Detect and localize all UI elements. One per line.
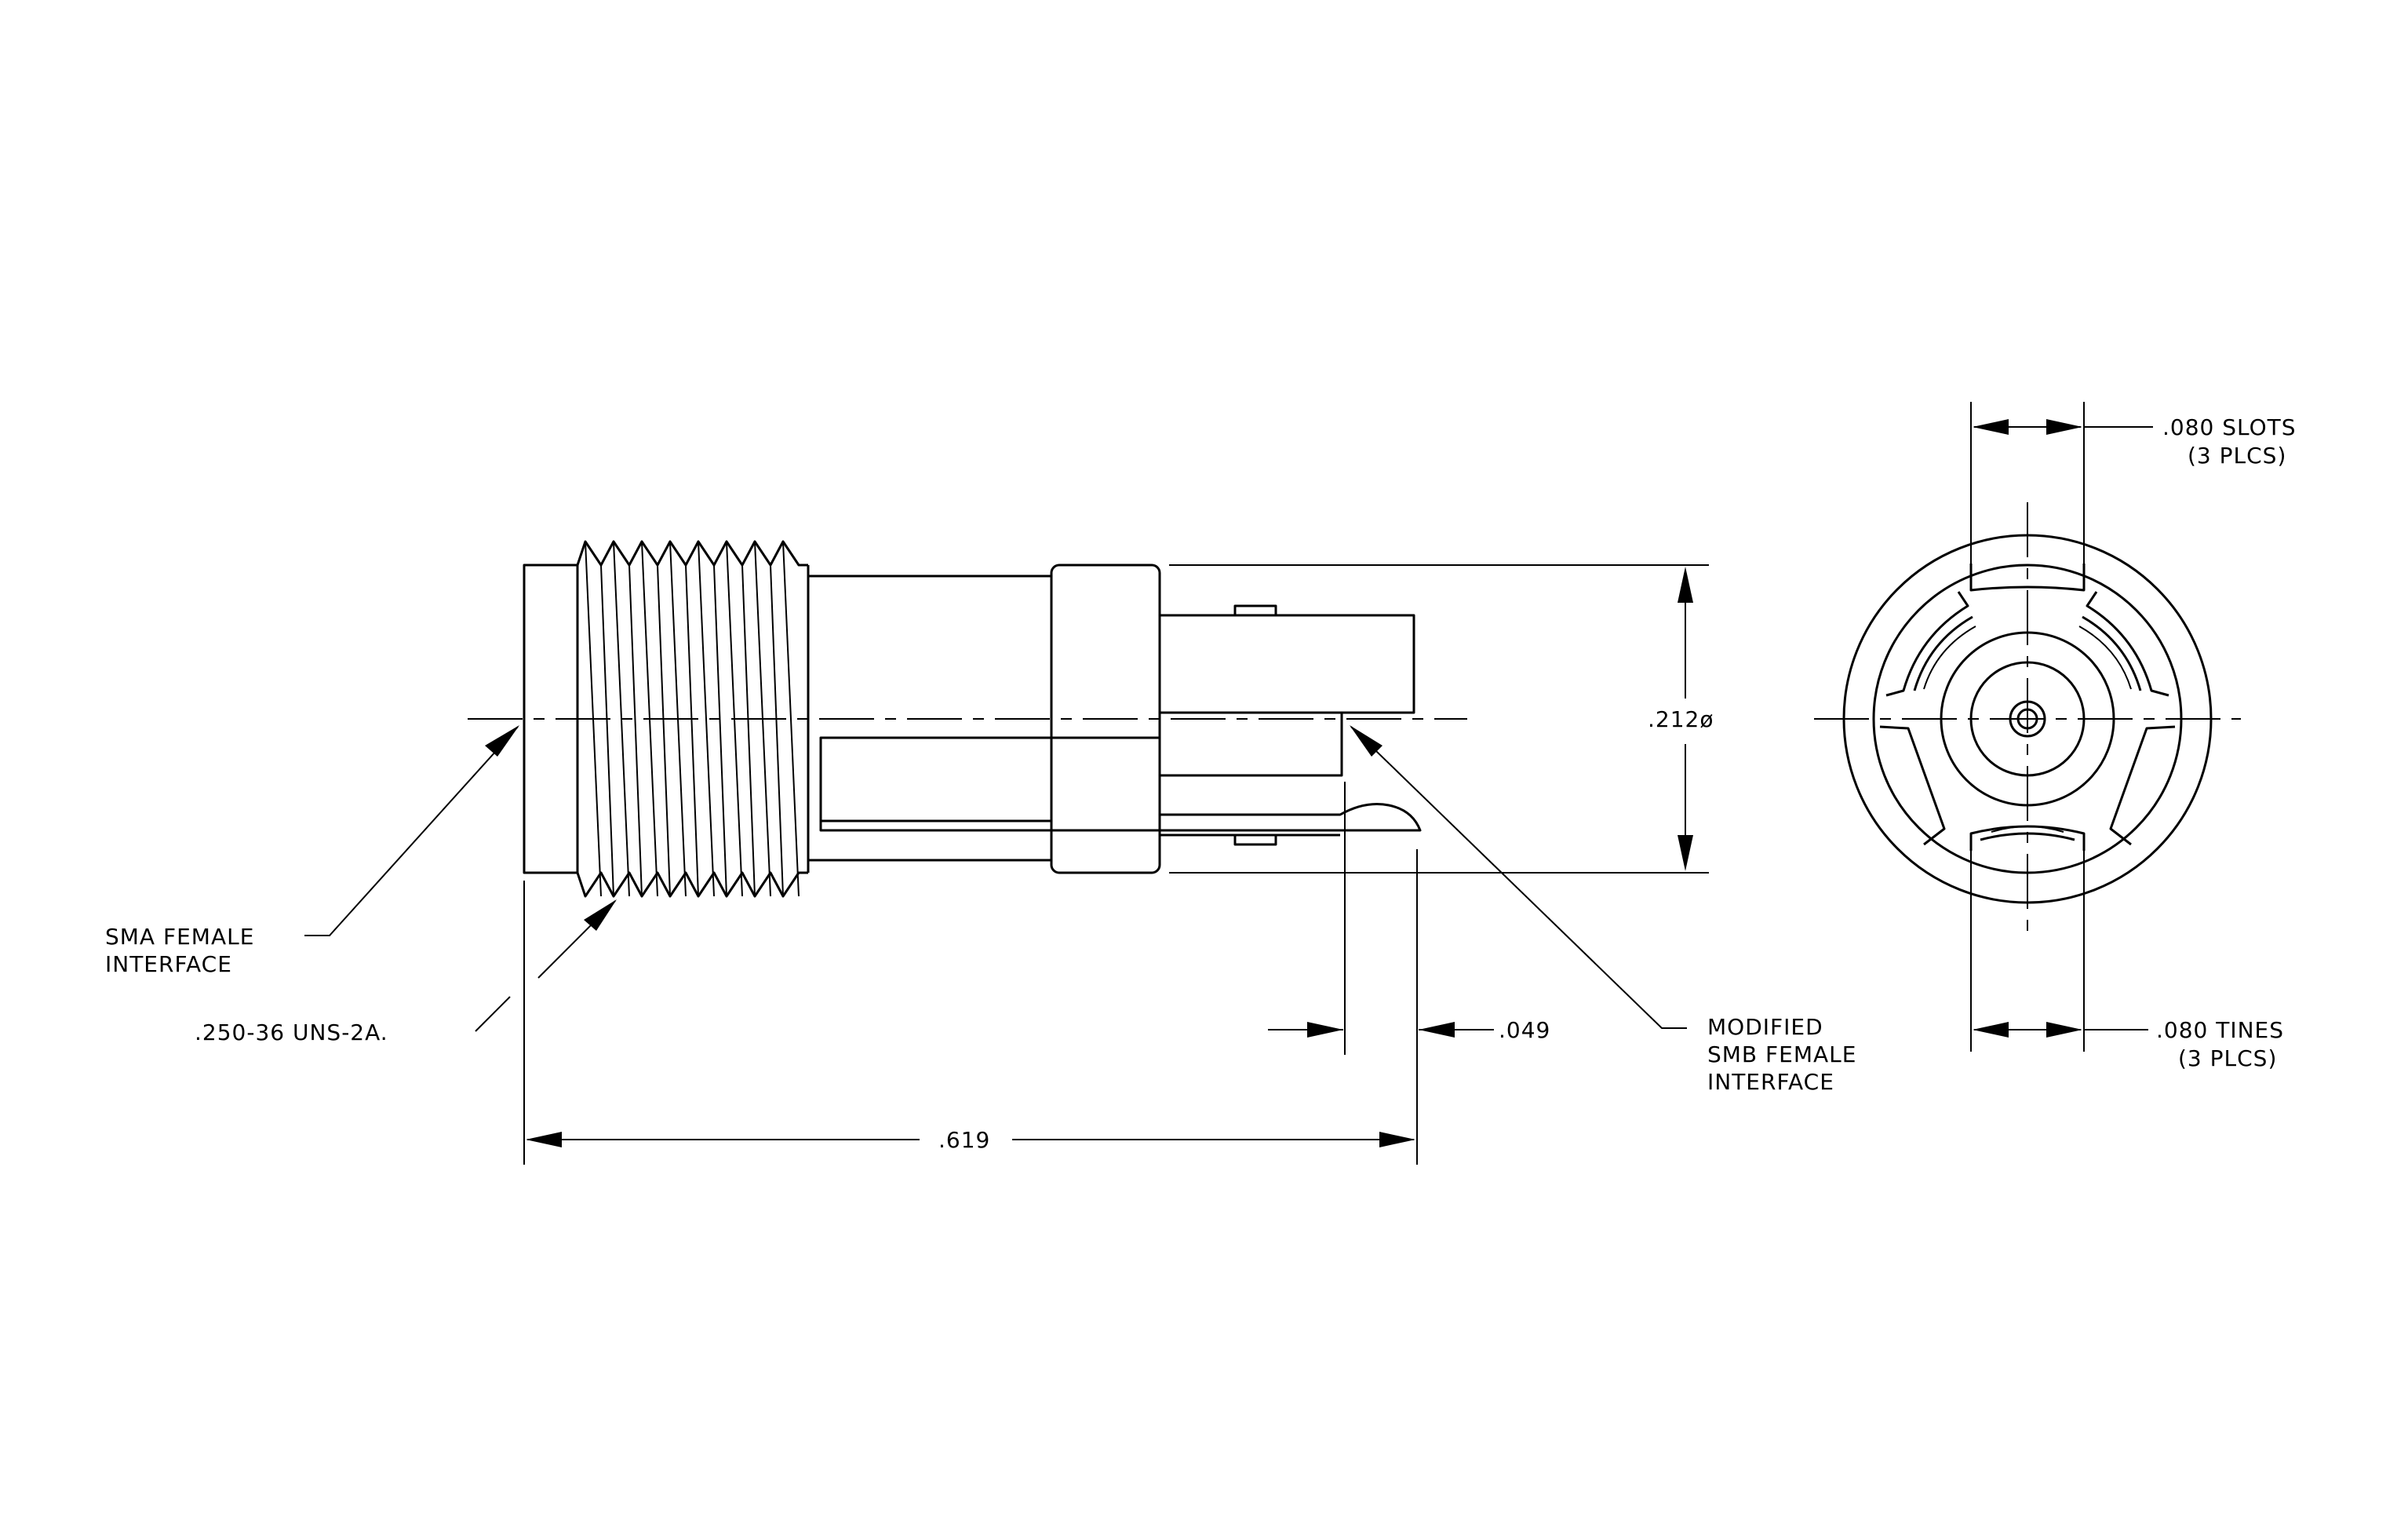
thread-crest-top [576,540,808,567]
lower-tine-detent [1233,833,1277,846]
arrowhead [1973,419,2009,435]
slots-label-line1: .080 SLOTS [2162,414,2297,440]
length-dimension [526,1132,1415,1147]
upper-tine [1158,614,1415,714]
arrowhead [526,1132,562,1147]
lower-left-slot [1879,725,1946,846]
arrowhead [2046,419,2082,435]
length-dimension-value: .619 [938,1127,990,1153]
arrowhead [1678,835,1693,871]
smb-label-line2: SMB FEMALE [1707,1041,1856,1067]
thread-crest-bottom [576,871,808,898]
top-slot [1969,564,2086,592]
smb-leader [1350,726,1687,1029]
lower-tine [1160,803,1422,832]
step-dimension-value: .049 [1499,1017,1550,1043]
labels: SMA FEMALE INTERFACE .250-36 UNS-2A. .61… [105,414,2297,1153]
arrowhead [1379,1132,1415,1147]
tines-label-line1: .080 TINES [2156,1017,2284,1043]
sma-label-line2: INTERFACE [105,951,232,977]
center-sleeve [1158,711,1343,777]
leader-lines [304,725,1687,1032]
arrowhead [1973,1022,2009,1038]
upper-right-tine [2078,591,2169,697]
thread-flanks [585,541,800,897]
smb-barrel-lower-slot [819,736,1053,832]
tines-dimension [1970,851,2148,1052]
arrowhead [1307,1022,1343,1038]
lower-right-slot [2109,725,2176,846]
arrowhead [1350,725,1383,757]
side-view [304,540,1709,1165]
thread-spec-label: .250-36 UNS-2A. [195,1019,388,1045]
thread-leader [475,996,511,1032]
arrowhead [2046,1022,2082,1038]
tines-label-line2: (3 PLCS) [2178,1045,2277,1071]
slots-dimension [1970,402,2153,564]
slots-label-line2: (3 PLCS) [2188,443,2286,469]
smb-label-line3: INTERFACE [1707,1069,1834,1095]
end-view [1814,402,2241,1052]
upper-tine-detent [1233,604,1277,617]
diameter-dimension-value: .212ø [1648,706,1714,732]
arrowhead [485,725,519,757]
arrowhead [584,899,617,931]
arrowhead [1419,1022,1455,1038]
step-dimension [1268,1022,1494,1038]
upper-left-tine [1885,591,1976,697]
extension-lines [523,564,1709,1165]
arrowhead [1678,567,1693,603]
smb-label-line1: MODIFIED [1707,1014,1823,1040]
sma-label-line1: SMA FEMALE [105,924,254,950]
sma-leader [304,726,519,936]
diameter-dimension [1678,567,1693,871]
